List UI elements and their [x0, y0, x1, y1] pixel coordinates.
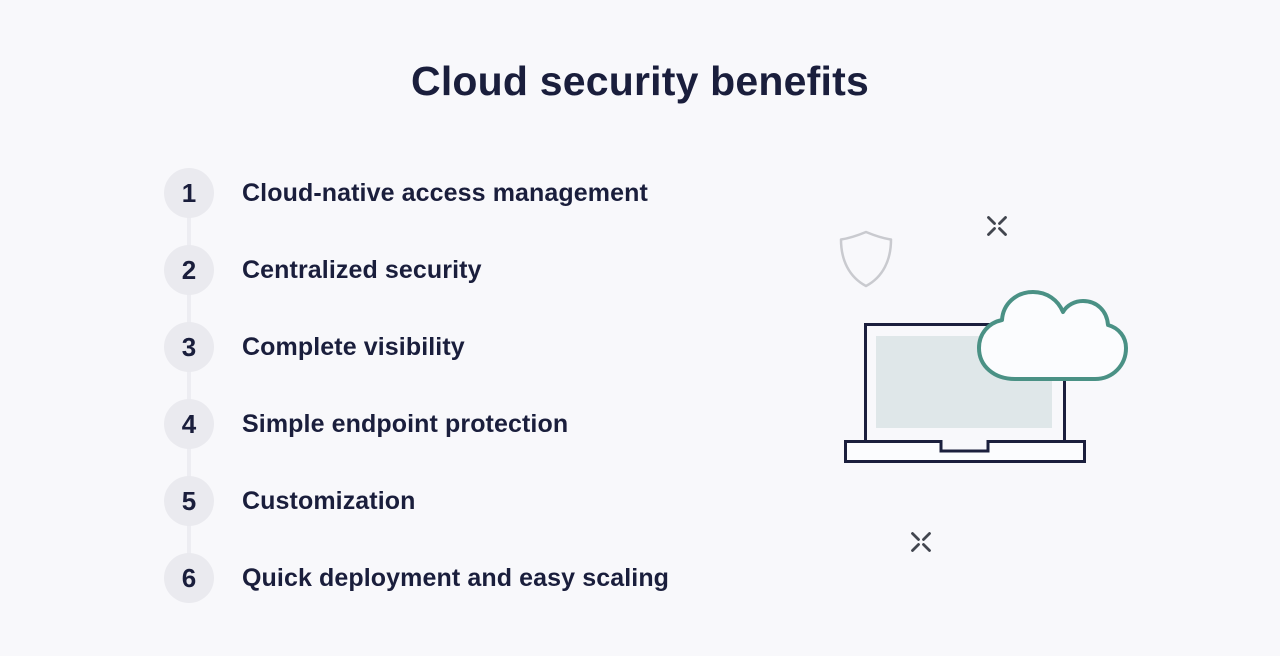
benefit-label: Customization: [242, 486, 416, 515]
benefit-label: Simple endpoint protection: [242, 409, 569, 438]
step-number-badge: 6: [164, 553, 214, 603]
step-number-badge: 4: [164, 399, 214, 449]
step-number-badge: 3: [164, 322, 214, 372]
cloud-laptop-illustration: [839, 216, 1128, 552]
sparkle-icon: [987, 216, 1007, 236]
step-number-badge: 5: [164, 476, 214, 526]
page-title: Cloud security benefits: [411, 58, 869, 104]
cloud-icon: [977, 290, 1128, 381]
sparkle-icon: [911, 532, 931, 552]
step-connector-line: [187, 193, 191, 577]
list-item: 2 Centralized security: [164, 245, 669, 295]
step-number-badge: 2: [164, 245, 214, 295]
list-item: 4 Simple endpoint protection: [164, 399, 669, 449]
benefit-label: Centralized security: [242, 255, 482, 284]
benefits-list: 1 Cloud-native access management 2 Centr…: [164, 168, 669, 630]
list-item: 3 Complete visibility: [164, 322, 669, 372]
list-item: 5 Customization: [164, 476, 669, 526]
shield-icon: [839, 230, 893, 288]
step-number-badge: 1: [164, 168, 214, 218]
benefit-label: Complete visibility: [242, 332, 465, 361]
benefit-label: Quick deployment and easy scaling: [242, 563, 670, 592]
list-item: 6 Quick deployment and easy scaling: [164, 553, 669, 603]
list-item: 1 Cloud-native access management: [164, 168, 669, 218]
benefit-label: Cloud-native access management: [242, 178, 648, 207]
